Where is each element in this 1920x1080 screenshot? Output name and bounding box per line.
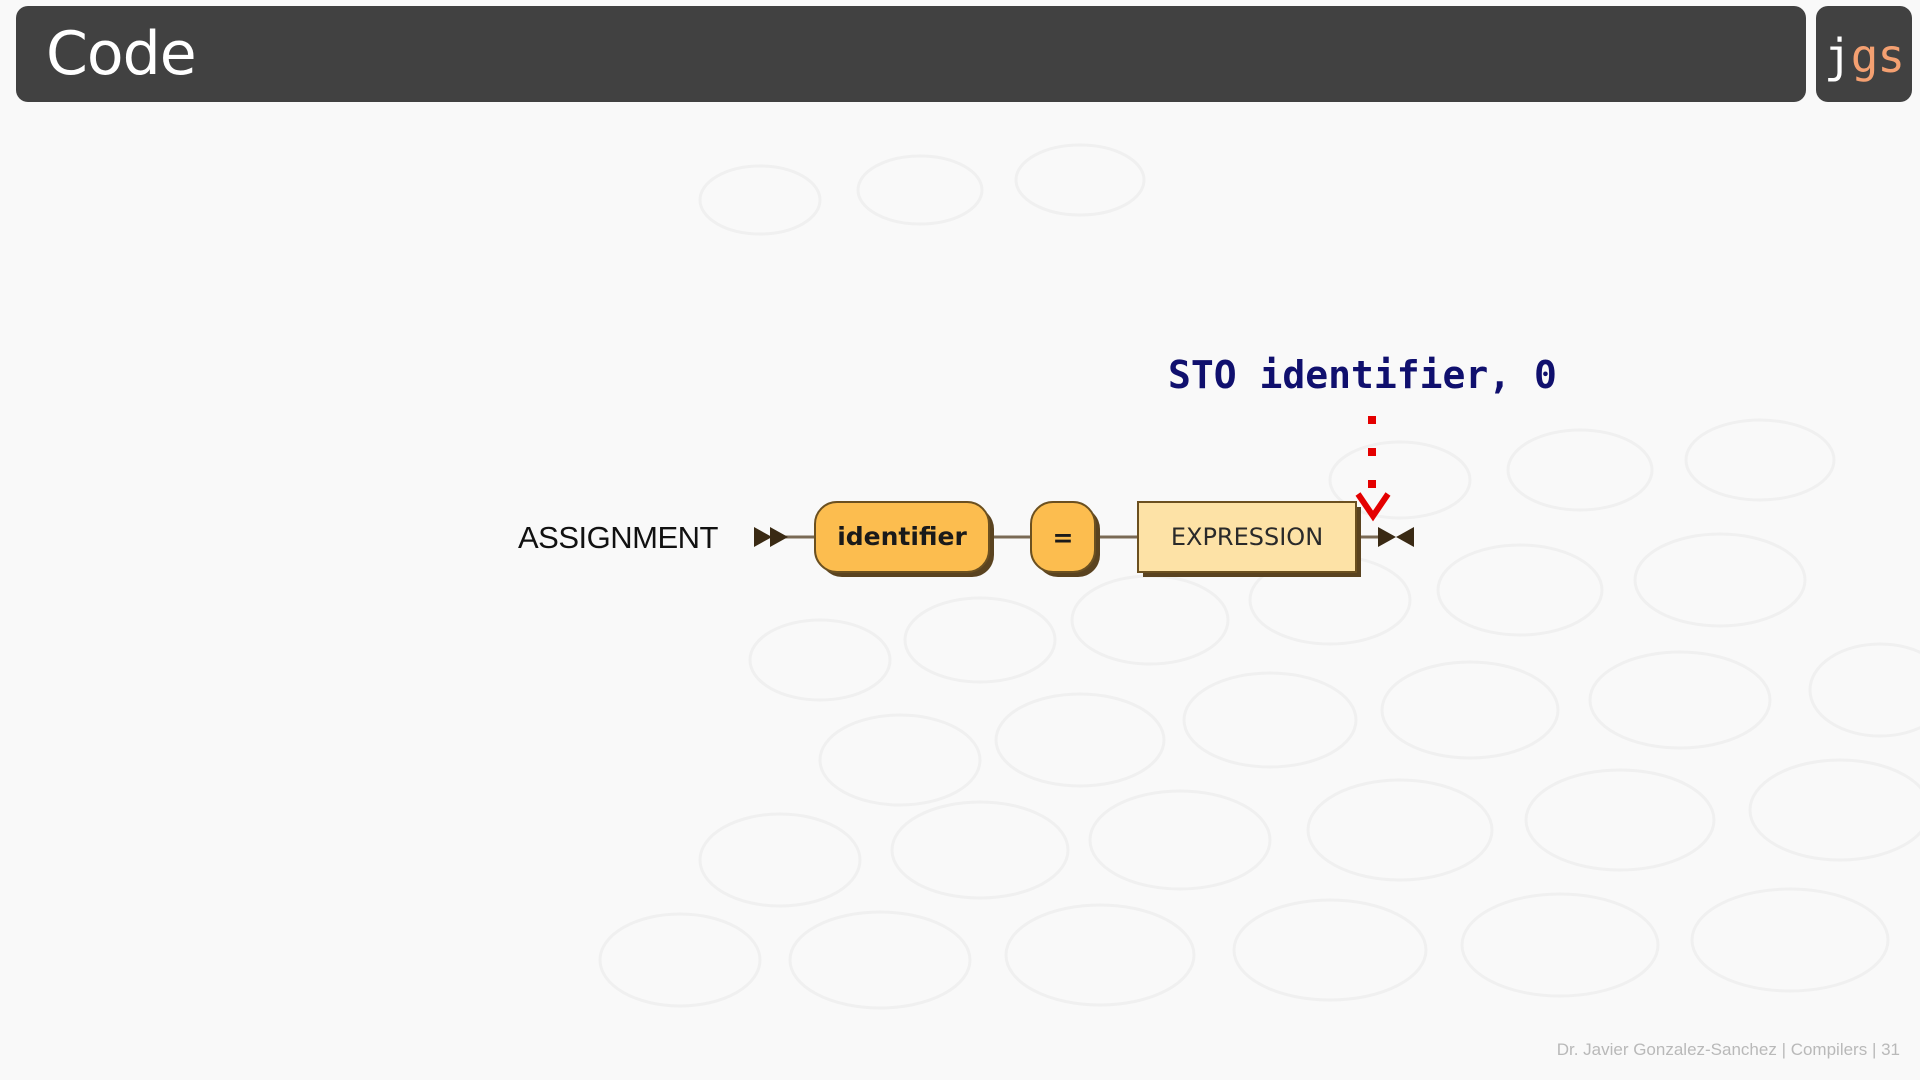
page-title: Code xyxy=(46,19,197,89)
end-marker-icon xyxy=(1378,527,1414,547)
node-equals-label: = xyxy=(1053,523,1074,552)
code-annotation: STO identifier, 0 xyxy=(1168,353,1557,397)
node-equals: = xyxy=(1030,501,1100,577)
node-expression-label: EXPRESSION xyxy=(1171,523,1323,551)
title-bar: Code xyxy=(16,6,1806,102)
annotation-arrow-icon xyxy=(1355,416,1391,522)
start-arrow-icon xyxy=(754,527,788,547)
node-identifier-label: identifier xyxy=(837,522,967,551)
logo-gs: gs xyxy=(1850,29,1905,83)
logo-text: jgs xyxy=(1824,28,1905,84)
node-identifier: identifier xyxy=(814,501,994,577)
logo-j: j xyxy=(1824,29,1852,83)
footer-text: Dr. Javier Gonzalez-Sanchez | Compilers … xyxy=(1556,1040,1900,1059)
rule-name: ASSIGNMENT xyxy=(518,520,718,555)
logo: jgs xyxy=(1816,6,1912,102)
node-expression: EXPRESSION xyxy=(1137,501,1361,577)
